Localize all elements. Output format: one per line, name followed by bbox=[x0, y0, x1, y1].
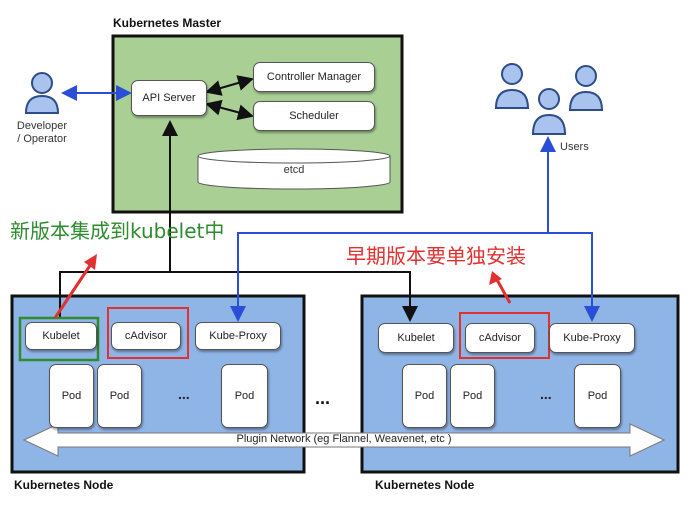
node-left-kube-proxy[interactable]: Kube-Proxy bbox=[195, 322, 281, 350]
etcd-label: etcd bbox=[283, 164, 305, 176]
etcd-cylinder bbox=[197, 148, 391, 190]
node-right-ellipsis: ... bbox=[540, 386, 552, 402]
node-left-pod[interactable]: Pod bbox=[97, 364, 142, 428]
node-right-title: Kubernetes Node bbox=[375, 478, 475, 492]
node-right-pod[interactable]: Pod bbox=[574, 364, 621, 428]
users-label: Users bbox=[560, 141, 589, 153]
node-left-cadvisor[interactable]: cAdvisor bbox=[111, 322, 181, 350]
developer-label: Developer / Operator bbox=[2, 120, 82, 146]
between-nodes-ellipsis: ... bbox=[315, 388, 331, 408]
scheduler-box[interactable]: Scheduler bbox=[253, 101, 375, 131]
red-annotation-text: 早期版本要单独安装 bbox=[346, 244, 526, 268]
node-left-title: Kubernetes Node bbox=[14, 478, 114, 492]
green-annotation-arrow bbox=[53, 260, 95, 319]
plugin-network-arrow bbox=[22, 423, 666, 457]
developer-label-line2: / Operator bbox=[17, 133, 67, 145]
node-left-pod[interactable]: Pod bbox=[49, 364, 94, 428]
users-icon bbox=[494, 63, 604, 135]
master-title: Kubernetes Master bbox=[113, 16, 222, 30]
node-left-ellipsis: ... bbox=[178, 386, 190, 402]
green-highlight-box bbox=[18, 316, 100, 362]
node-right-kubelet[interactable]: Kubelet bbox=[378, 323, 454, 353]
node-right-pod[interactable]: Pod bbox=[402, 364, 447, 428]
red-annotation-arrow bbox=[494, 277, 512, 304]
green-annotation-text: 新版本集成到kubelet中 bbox=[10, 219, 225, 243]
node-left-pod[interactable]: Pod bbox=[221, 364, 268, 428]
developer-icon bbox=[24, 72, 60, 114]
plugin-network-label: Plugin Network (eg Flannel, Weavenet, et… bbox=[236, 433, 452, 445]
red-highlight-box-left bbox=[107, 307, 189, 359]
api-server-box[interactable]: API Server bbox=[131, 80, 207, 116]
node-right-pod[interactable]: Pod bbox=[450, 364, 495, 428]
node-right-cadvisor[interactable]: cAdvisor bbox=[465, 323, 535, 353]
controller-manager-box[interactable]: Controller Manager bbox=[253, 62, 375, 92]
developer-label-line1: Developer bbox=[16, 120, 68, 132]
node-right-kube-proxy[interactable]: Kube-Proxy bbox=[549, 323, 635, 353]
node-left-kubelet[interactable]: Kubelet bbox=[25, 322, 97, 350]
